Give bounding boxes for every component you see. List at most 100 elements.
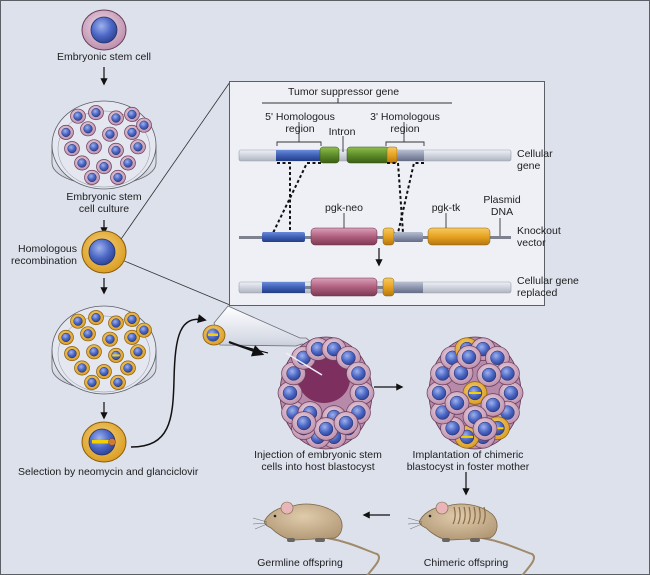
- five-prime-homology-segment: [276, 150, 321, 161]
- dish-cell: [58, 329, 74, 345]
- blastomere: [472, 417, 498, 441]
- chimeric-blastocyst-icon: [426, 336, 524, 450]
- label-selection: Selection by neomycin and glanciclovir: [18, 466, 199, 478]
- label-knockout-2: vector: [517, 237, 546, 249]
- dish-cell: [84, 169, 100, 185]
- inset-panel: [229, 81, 545, 306]
- label-homologous-2: recombination: [11, 255, 77, 267]
- mouse-stripe: [477, 506, 481, 525]
- chimeric-mouse-icon: [407, 501, 536, 575]
- mouse-eye: [273, 514, 277, 518]
- dish-cell: [108, 315, 124, 331]
- pgk-tk-cassette: [427, 227, 491, 246]
- dish-cell: [74, 155, 90, 171]
- vector-five-prime-arm: [262, 232, 305, 242]
- label-three-prime-1: 3' Homologous: [370, 111, 440, 123]
- recombinant-culture-dish-icon: [51, 305, 157, 395]
- label-replaced-1: Cellular gene: [517, 275, 579, 287]
- dish-cell: [88, 105, 104, 121]
- germline-mouse-icon: [252, 501, 381, 575]
- dish-cell: [108, 142, 124, 158]
- dish-cell: [102, 126, 118, 142]
- pipette-tip: [285, 352, 323, 376]
- dish-cell: [74, 360, 90, 376]
- label-three-prime-2: region: [390, 123, 420, 135]
- vector-three-prime-arm: [394, 232, 423, 242]
- label-es-culture-2: cell culture: [78, 203, 130, 215]
- blastomere: [495, 361, 520, 386]
- dish-cell: [86, 139, 102, 155]
- mouse-stripe: [452, 506, 456, 525]
- mouse-eye: [428, 514, 432, 518]
- exon-3: [386, 146, 398, 164]
- dish-cell: [84, 374, 100, 390]
- blastomere: [291, 411, 317, 435]
- mouse-foot: [315, 538, 325, 542]
- dish-cell: [136, 322, 152, 338]
- blastomere: [480, 393, 506, 417]
- recombinant-cell-icon: [81, 230, 127, 274]
- label-injection-2: cells into host blastocyst: [261, 461, 375, 473]
- mouse-tail: [326, 537, 381, 575]
- embryonic-stem-cell-icon: [81, 9, 127, 51]
- dish-cell: [80, 326, 96, 342]
- dish-cell: [120, 360, 136, 376]
- label-plasmid-1: Plasmid: [483, 194, 521, 206]
- label-plasmid-2: DNA: [490, 206, 514, 218]
- mouse-foot: [442, 538, 450, 542]
- cellular-gene-bar: [238, 146, 512, 164]
- mouse-foot: [470, 538, 480, 542]
- label-pgk-neo: pgk-neo: [325, 202, 363, 214]
- dish-cell: [130, 344, 146, 360]
- dish-cell: [64, 346, 80, 362]
- label-germline: Germline offspring: [257, 557, 343, 569]
- vector-exon: [382, 227, 395, 246]
- blastomere: [349, 381, 375, 405]
- zoom-line-bottom: [109, 254, 231, 306]
- label-tumor-suppressor-gene: Tumor suppressor gene: [288, 86, 400, 98]
- dish-cell: [108, 110, 124, 126]
- dish-cell: [136, 117, 152, 133]
- label-cellular-gene-2: gene: [517, 160, 541, 172]
- label-replaced-2: replaced: [517, 287, 558, 299]
- blastomere: [476, 363, 502, 387]
- dish-cell: [130, 139, 146, 155]
- label-five-prime-2: region: [285, 123, 315, 135]
- blastomere: [313, 417, 339, 441]
- label-knockout-1: Knockout: [517, 225, 561, 237]
- blastomere: [498, 381, 524, 405]
- knockout-vector-bar: [239, 227, 511, 246]
- host-blastocyst-icon: [277, 336, 375, 450]
- pgk-neo-cassette: [310, 227, 378, 246]
- dish-cell: [102, 331, 118, 347]
- mouse-stripe: [482, 506, 486, 525]
- mouse-tail: [481, 537, 536, 575]
- dish-cell: [96, 364, 112, 380]
- blastomere: [444, 391, 470, 415]
- mouse-ear: [280, 501, 294, 515]
- pipette-flow-arrow: [228, 341, 265, 357]
- zoom-line-top: [109, 81, 231, 256]
- mouse-whiskers: [407, 517, 423, 530]
- three-prime-bracket: [385, 141, 425, 146]
- dish-cell: [86, 344, 102, 360]
- dish-cell: [80, 121, 96, 137]
- dish-cell: [124, 329, 140, 345]
- blastomere: [456, 345, 482, 369]
- blastomere: [277, 381, 303, 405]
- blastomere: [462, 381, 488, 405]
- dish-cell: [58, 124, 74, 140]
- label-implantation-2: blastocyst in foster mother: [406, 461, 530, 473]
- dish-cell: [70, 313, 86, 329]
- exon-2: [346, 146, 390, 164]
- label-implantation-1: Implantation of chimeric: [412, 449, 524, 461]
- three-prime-homology-segment: [397, 150, 424, 161]
- dish-cell: [120, 155, 136, 171]
- dish-cell: [110, 374, 126, 390]
- label-injection-1: Injection of embryonic stem: [254, 449, 382, 461]
- label-es-culture-1: Embryonic stem: [66, 191, 142, 203]
- label-chimeric: Chimeric offspring: [423, 557, 509, 569]
- es-culture-dish-icon: [51, 100, 157, 190]
